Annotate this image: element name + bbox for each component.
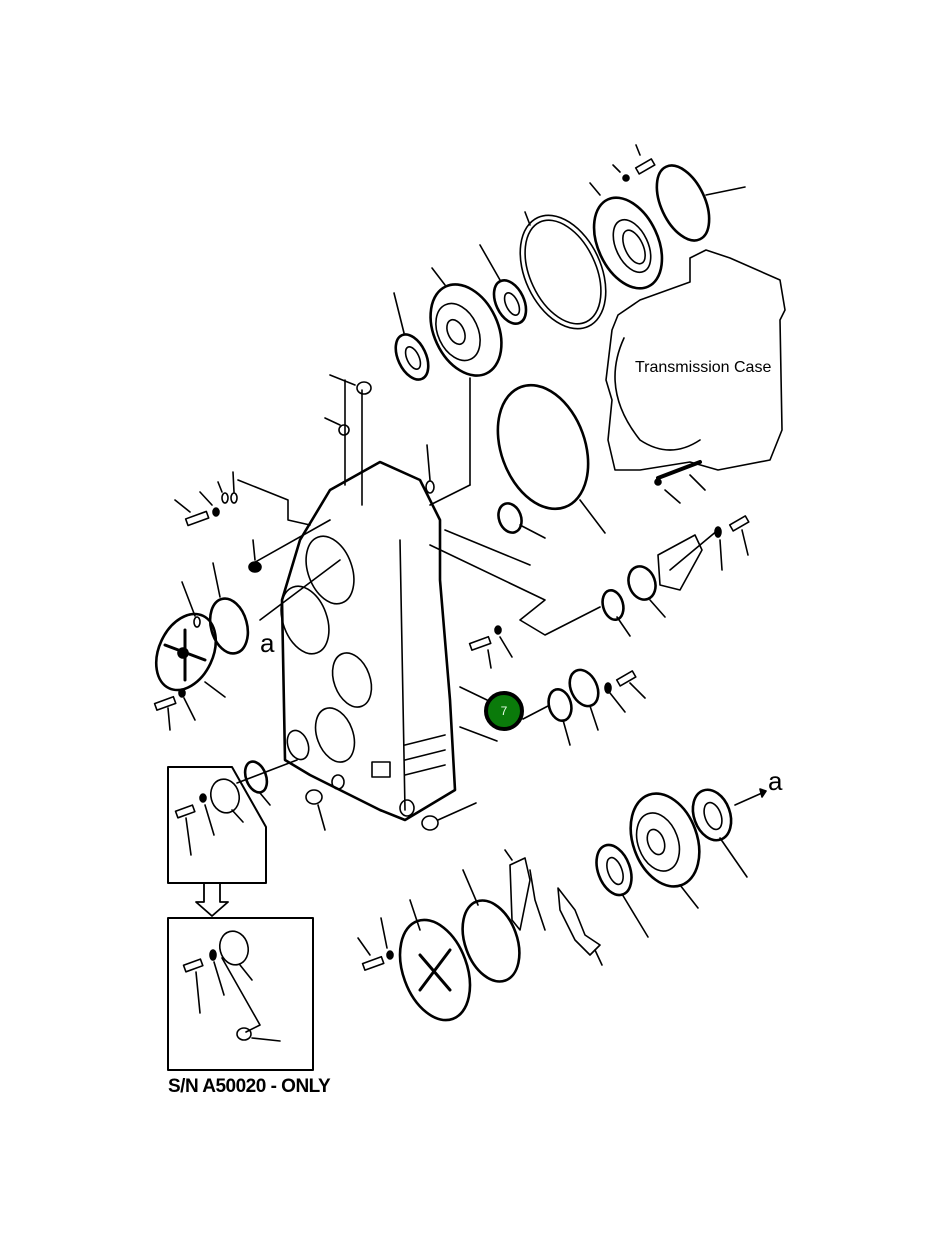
gear-case-housing bbox=[280, 379, 457, 822]
shims-1 bbox=[504, 849, 546, 931]
left-cover bbox=[153, 562, 250, 731]
inset-box-serial bbox=[167, 917, 314, 1071]
top-oring bbox=[655, 164, 746, 242]
leader-lines bbox=[236, 479, 601, 784]
bearing-top-right bbox=[479, 244, 528, 325]
small-part-top bbox=[425, 444, 435, 494]
transmission-case-outline bbox=[605, 249, 786, 504]
shims-2 bbox=[557, 887, 603, 966]
gear-bottom bbox=[629, 792, 701, 909]
plug-bottom-2 bbox=[421, 802, 477, 831]
small-oring-mid bbox=[497, 502, 546, 539]
mid-bolt bbox=[468, 625, 513, 669]
arrow-down-icon bbox=[195, 883, 229, 917]
reference-marker-a-left: a bbox=[260, 628, 275, 658]
breather-top bbox=[329, 374, 372, 395]
reference-marker-a-right: a bbox=[768, 766, 783, 796]
top-bolt bbox=[612, 144, 656, 182]
bottom-cover bbox=[398, 899, 472, 1022]
large-oring bbox=[496, 383, 606, 534]
plug-bottom-1 bbox=[305, 789, 326, 831]
callout-number: 7 bbox=[500, 704, 508, 718]
transmission-case-label: Transmission Case bbox=[635, 359, 772, 376]
gasket-top bbox=[519, 211, 607, 330]
lower-oring-left bbox=[243, 760, 271, 806]
gear-top bbox=[429, 267, 503, 486]
plug-left bbox=[248, 539, 262, 573]
bottom-oring bbox=[461, 869, 521, 983]
bearing-bottom-2 bbox=[691, 788, 767, 878]
inset-box-original bbox=[167, 766, 267, 884]
bearing-retainer-top bbox=[589, 182, 664, 290]
bearing-top-left bbox=[393, 292, 430, 381]
left-bolt-cluster bbox=[174, 471, 238, 527]
part-callout-7[interactable]: 7 bbox=[484, 691, 524, 731]
bearing-bottom-1 bbox=[595, 843, 649, 938]
bottom-bolt bbox=[357, 917, 394, 971]
right-upper-cover bbox=[601, 515, 750, 637]
right-lower-cover bbox=[547, 668, 646, 746]
plug-top bbox=[324, 417, 350, 436]
serial-number-note: S/N A50020 - ONLY bbox=[168, 1076, 331, 1097]
